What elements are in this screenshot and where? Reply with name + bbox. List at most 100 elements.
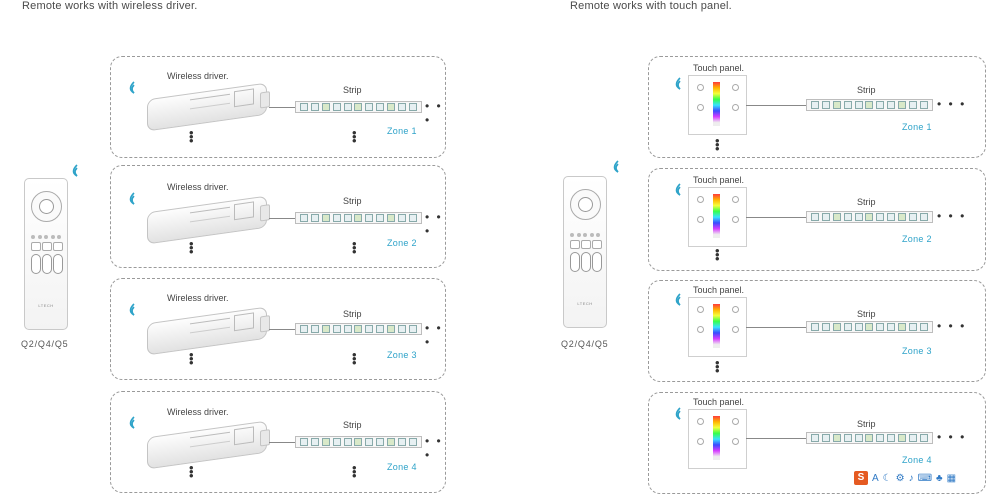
- zone-label: Zone 4: [902, 455, 932, 465]
- touch-panel-device: [688, 297, 747, 357]
- more-strips-dots: • • •: [352, 460, 359, 483]
- right-heading: Remote works with touch panel.: [570, 0, 732, 12]
- more-devices-dots: • • •: [715, 133, 722, 156]
- led-strip: [806, 321, 933, 333]
- led-strip: [295, 101, 422, 113]
- grid-icon[interactable]: ▦: [946, 472, 957, 484]
- driver-to-strip-wire: [269, 107, 295, 108]
- wireless-driver-label: Wireless driver.: [167, 407, 229, 417]
- led-strip: [295, 212, 422, 224]
- strip-continues-dots: • • •: [937, 97, 967, 111]
- ime-logo-icon[interactable]: S: [854, 471, 868, 485]
- overlay-toolbar[interactable]: S A ☾ ⚙ ♪ ⌨ ♣ ▦: [854, 471, 956, 485]
- remote-button: [53, 242, 63, 251]
- wifi-signal-icon: [675, 293, 681, 306]
- remote-dot-row: [31, 235, 61, 239]
- text-icon[interactable]: A: [872, 472, 879, 484]
- left-heading: Remote works with wireless driver.: [22, 0, 198, 12]
- more-strips-dots: • • •: [352, 347, 359, 370]
- more-devices-dots: • • •: [189, 236, 196, 259]
- driver-to-strip-wire: [269, 218, 295, 219]
- strip-label: Strip: [343, 309, 362, 319]
- shirt-icon[interactable]: ♣: [936, 472, 943, 484]
- panel-to-strip-wire: [746, 217, 806, 218]
- touch-panel-label: Touch panel.: [693, 63, 745, 73]
- remote-button: [31, 242, 41, 251]
- strip-label: Strip: [857, 197, 876, 207]
- touch-panel-device: [688, 75, 747, 135]
- left-zone-box: Wireless driver. Strip • • • Zone 4 • • …: [110, 391, 446, 493]
- remote-control-right: LTECH: [563, 176, 607, 328]
- strip-label: Strip: [857, 309, 876, 319]
- touch-panel-label: Touch panel.: [693, 397, 745, 407]
- more-strips-dots: • • •: [352, 236, 359, 259]
- wireless-driver-device: [147, 306, 270, 356]
- wifi-signal-icon: [613, 160, 619, 173]
- remote-center-button: [39, 199, 54, 214]
- driver-to-strip-wire: [269, 442, 295, 443]
- wireless-driver-label: Wireless driver.: [167, 293, 229, 303]
- remote-button: [581, 240, 591, 249]
- touch-panel-label: Touch panel.: [693, 285, 745, 295]
- led-strip: [806, 432, 933, 444]
- strip-continues-dots: • • •: [937, 209, 967, 223]
- strip-continues-dots: • • •: [937, 430, 967, 444]
- wifi-signal-icon: [72, 164, 78, 177]
- led-strip: [806, 211, 933, 223]
- remote-wheel: [31, 191, 62, 222]
- led-strip: [806, 99, 933, 111]
- right-zone-box: Touch panel. Strip • • • Zone 2 • • •: [648, 168, 986, 271]
- strip-continues-dots: • • •: [425, 210, 443, 238]
- remote-model-label: Q2/Q4/Q5: [561, 339, 609, 349]
- remote-model-label: Q2/Q4/Q5: [21, 339, 69, 349]
- zone-label: Zone 2: [387, 238, 417, 248]
- touch-panel-label: Touch panel.: [693, 175, 745, 185]
- zone-label: Zone 2: [902, 234, 932, 244]
- remote-zone-pill: [31, 254, 41, 274]
- zone-label: Zone 3: [902, 346, 932, 356]
- panel-to-strip-wire: [746, 327, 806, 328]
- panel-to-strip-wire: [746, 105, 806, 106]
- remote-button: [592, 240, 602, 249]
- strip-continues-dots: • • •: [937, 319, 967, 333]
- more-devices-dots: • • •: [189, 347, 196, 370]
- remote-zone-pill: [42, 254, 52, 274]
- more-devices-dots: • • •: [189, 460, 196, 483]
- strip-continues-dots: • • •: [425, 99, 443, 127]
- remote-brand: LTECH: [577, 301, 593, 306]
- zone-label: Zone 3: [387, 350, 417, 360]
- strip-label: Strip: [343, 196, 362, 206]
- strip-continues-dots: • • •: [425, 434, 443, 462]
- wireless-driver-label: Wireless driver.: [167, 71, 229, 81]
- strip-label: Strip: [857, 85, 876, 95]
- touch-panel-device: [688, 409, 747, 469]
- keyboard-icon[interactable]: ⌨: [917, 472, 933, 484]
- zone-label: Zone 1: [387, 126, 417, 136]
- zone-label: Zone 4: [387, 462, 417, 472]
- settings-icon[interactable]: ⚙: [895, 472, 905, 484]
- right-zone-box: Touch panel. Strip • • • Zone 1 • • •: [648, 56, 986, 158]
- remote-button: [42, 242, 52, 251]
- wireless-driver-device: [147, 195, 270, 245]
- remote-center-button: [578, 197, 593, 212]
- right-zone-box: Touch panel. Strip • • • Zone 3 • • •: [648, 280, 986, 382]
- left-zone-box: Wireless driver. Strip • • • Zone 3 • • …: [110, 278, 446, 380]
- wifi-signal-icon: [129, 192, 135, 205]
- driver-to-strip-wire: [269, 329, 295, 330]
- wifi-signal-icon: [129, 416, 135, 429]
- zone-label: Zone 1: [902, 122, 932, 132]
- remote-dot-row: [570, 233, 600, 237]
- wireless-driver-device: [147, 82, 270, 132]
- wifi-signal-icon: [129, 303, 135, 316]
- left-zone-box: Wireless driver. Strip • • • Zone 1 • • …: [110, 56, 446, 158]
- remote-zone-pill: [53, 254, 63, 274]
- microphone-icon[interactable]: ♪: [908, 472, 914, 484]
- moon-icon[interactable]: ☾: [882, 472, 892, 484]
- more-devices-dots: • • •: [715, 355, 722, 378]
- remote-zone-pill: [592, 252, 602, 272]
- strip-label: Strip: [343, 85, 362, 95]
- more-devices-dots: • • •: [715, 243, 722, 266]
- touch-panel-device: [688, 187, 747, 247]
- remote-zone-pill: [570, 252, 580, 272]
- wireless-driver-label: Wireless driver.: [167, 182, 229, 192]
